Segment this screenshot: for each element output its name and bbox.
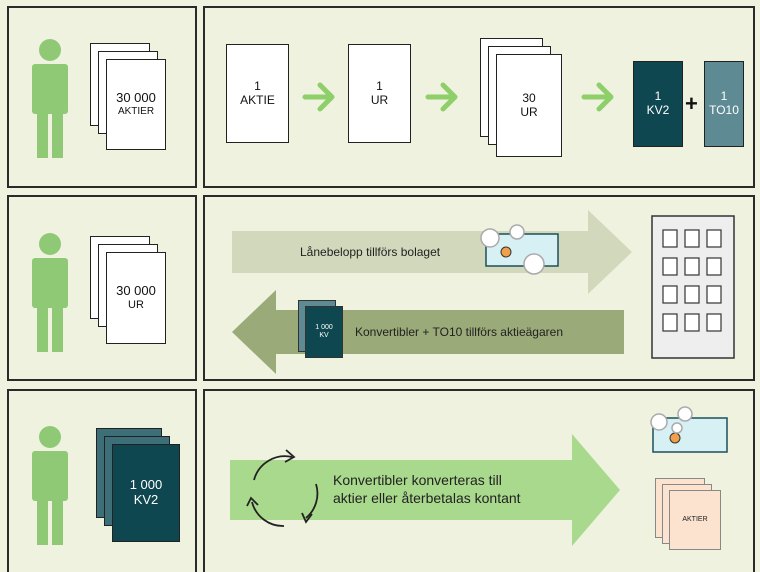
to10-count: 1: [720, 89, 728, 104]
owner-kv2-stack: 1 000 KV2: [112, 444, 180, 542]
kv-mini-count: 1 000: [315, 323, 333, 331]
kv2-count: 1: [654, 89, 662, 104]
company-building-icon: [651, 215, 735, 359]
step-30ur-count: 30: [522, 90, 536, 105]
shareholder-person-icon: [32, 233, 68, 352]
cycle-refresh-icon: [246, 449, 319, 527]
aktier-doc: AKTIER: [669, 490, 721, 550]
owner-aktier-stack: 30 000 AKTIER: [106, 59, 166, 150]
step-ur-doc: 1 UR: [348, 44, 411, 143]
aktier-doc-label: AKTIER: [682, 515, 708, 523]
owner-aktier-label: AKTIER: [117, 106, 155, 118]
conversion-arrow: [230, 434, 620, 546]
money-bill-icon: [480, 224, 559, 275]
kv2-label: KV2: [646, 103, 670, 117]
conversion-label-line2: aktier eller återbetalas kontant: [333, 490, 521, 506]
owner-aktier-count: 30 000: [116, 90, 156, 106]
shareholder-person-icon: [32, 426, 68, 545]
money-bill-icon: [650, 406, 728, 453]
to10-unit-doc: 1 TO10: [704, 61, 744, 147]
shareholder-person-icon: [32, 39, 68, 158]
loan-arrow-label: Lånebelopp tillförs bolaget: [300, 245, 441, 259]
owner-ur-label: UR: [128, 299, 144, 312]
kv-mini-doc: 1 000 KV: [305, 306, 343, 358]
step-30ur-label: UR: [520, 104, 538, 119]
owner-ur-stack: 30 000 UR: [106, 252, 166, 344]
arrow-right-icon: [581, 82, 614, 112]
convertibles-arrow-label: Konvertibler + TO10 tillförs aktieägaren: [355, 325, 564, 339]
step-30ur-doc: 30 UR: [496, 54, 562, 157]
to10-label: TO10: [709, 103, 739, 117]
kv2-unit-doc: 1 KV2: [633, 61, 683, 147]
arrow-right-icon: [302, 82, 335, 112]
conversion-label-line1: Konvertibler konverteras till: [333, 472, 502, 488]
owner-ur-count: 30 000: [116, 283, 156, 299]
arrow-right-icon: [425, 82, 458, 112]
step-aktie-label: AKTIE: [240, 92, 275, 107]
step-ur-label: UR: [370, 92, 389, 107]
step-aktie-doc: 1 AKTIE: [226, 44, 289, 143]
owner-kv2-count: 1 000: [129, 477, 163, 493]
step-ur-count: 1: [376, 78, 383, 93]
plus-sign: +: [685, 91, 698, 116]
owner-kv2-label: KV2: [133, 492, 159, 507]
step-aktie-count: 1: [254, 78, 261, 93]
kv-mini-label: KV: [319, 332, 329, 339]
